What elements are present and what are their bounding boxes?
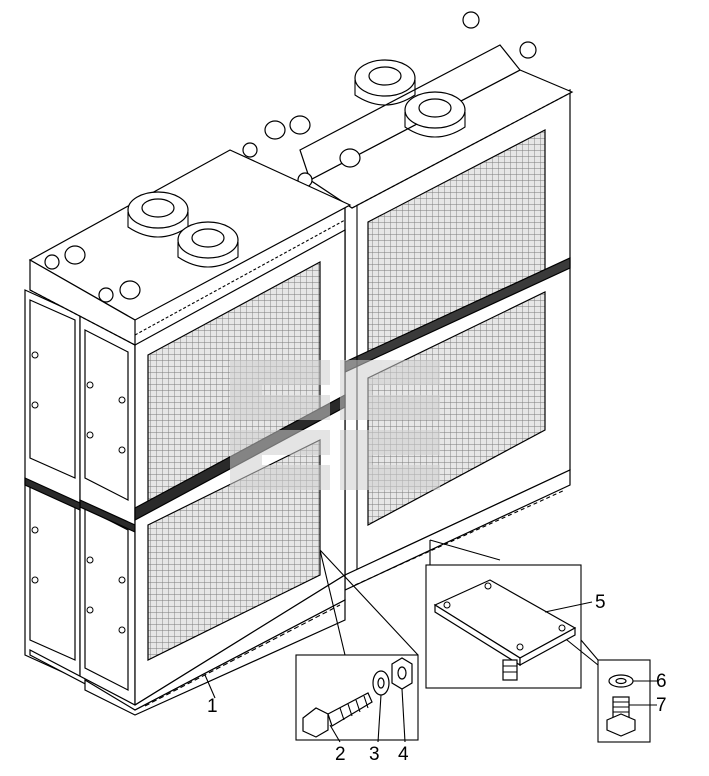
callout-6: 6 (656, 671, 667, 692)
short-bolt-icon (606, 696, 636, 737)
radiator-core-icon (24, 11, 574, 716)
callout-5: 5 (595, 592, 606, 613)
bolt-detail-box (597, 659, 651, 743)
hex-bolt-icon (302, 692, 373, 738)
plate-detail-box (425, 564, 582, 689)
fastener-detail-box (295, 654, 419, 741)
hex-nut-icon (391, 657, 413, 690)
callout-1: 1 (207, 696, 218, 717)
callout-7: 7 (656, 695, 667, 716)
callout-3: 3 (369, 744, 380, 765)
side-bolts (31, 351, 126, 634)
flat-washer-icon (372, 670, 390, 696)
leader-line-fasteners (319, 549, 419, 656)
callout-leaders (204, 601, 657, 743)
washer-icon (608, 674, 634, 688)
leader-line-plate (429, 539, 580, 566)
watermark-logo (230, 360, 440, 490)
callout-2: 2 (335, 744, 346, 765)
front-filler-necks (44, 191, 239, 303)
mounting-plate-icon (433, 579, 577, 681)
callout-4: 4 (398, 744, 409, 765)
rear-filler-necks (242, 11, 537, 188)
